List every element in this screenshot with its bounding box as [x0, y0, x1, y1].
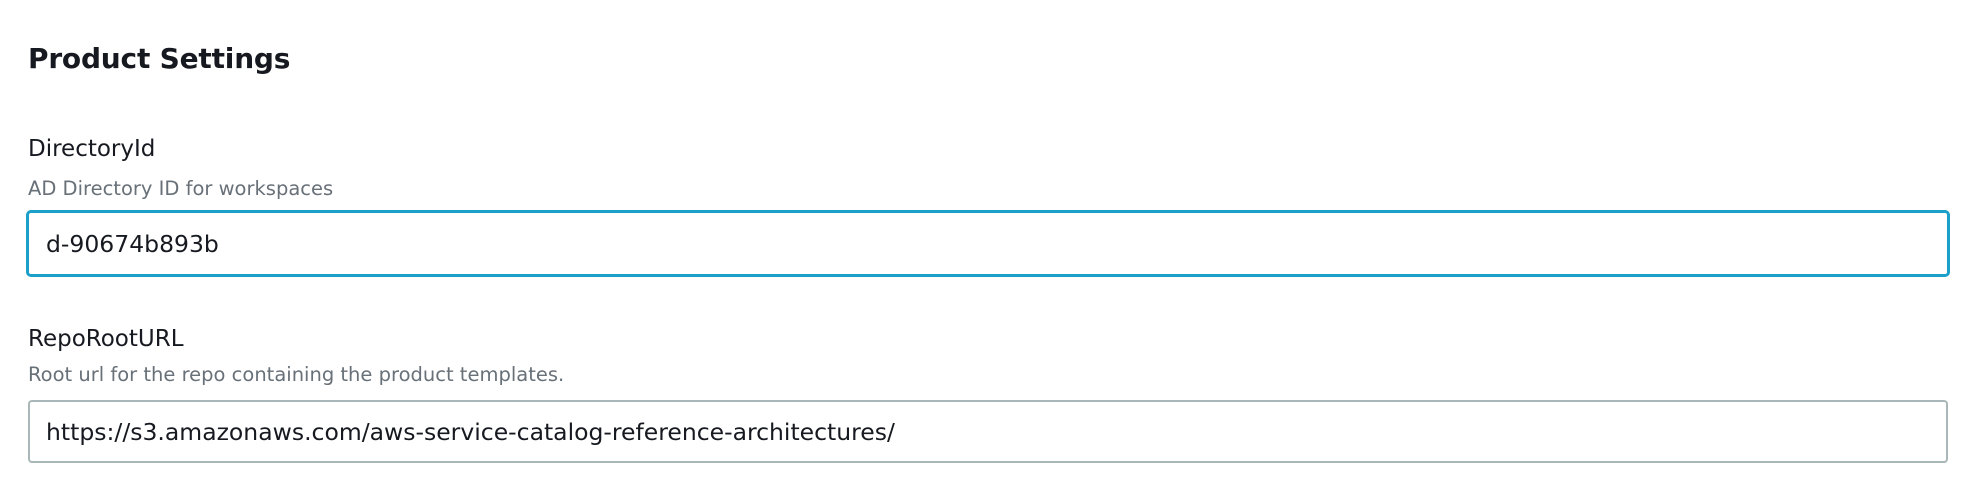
repo-root-url-label: RepoRootURL: [28, 326, 184, 352]
repo-root-url-input[interactable]: [28, 400, 1948, 463]
directory-id-label: DirectoryId: [28, 136, 156, 162]
repo-root-url-description: Root url for the repo containing the pro…: [28, 363, 565, 386]
directory-id-description: AD Directory ID for workspaces: [28, 177, 334, 200]
section-title: Product Settings: [28, 42, 291, 75]
directory-id-input[interactable]: [26, 210, 1950, 277]
